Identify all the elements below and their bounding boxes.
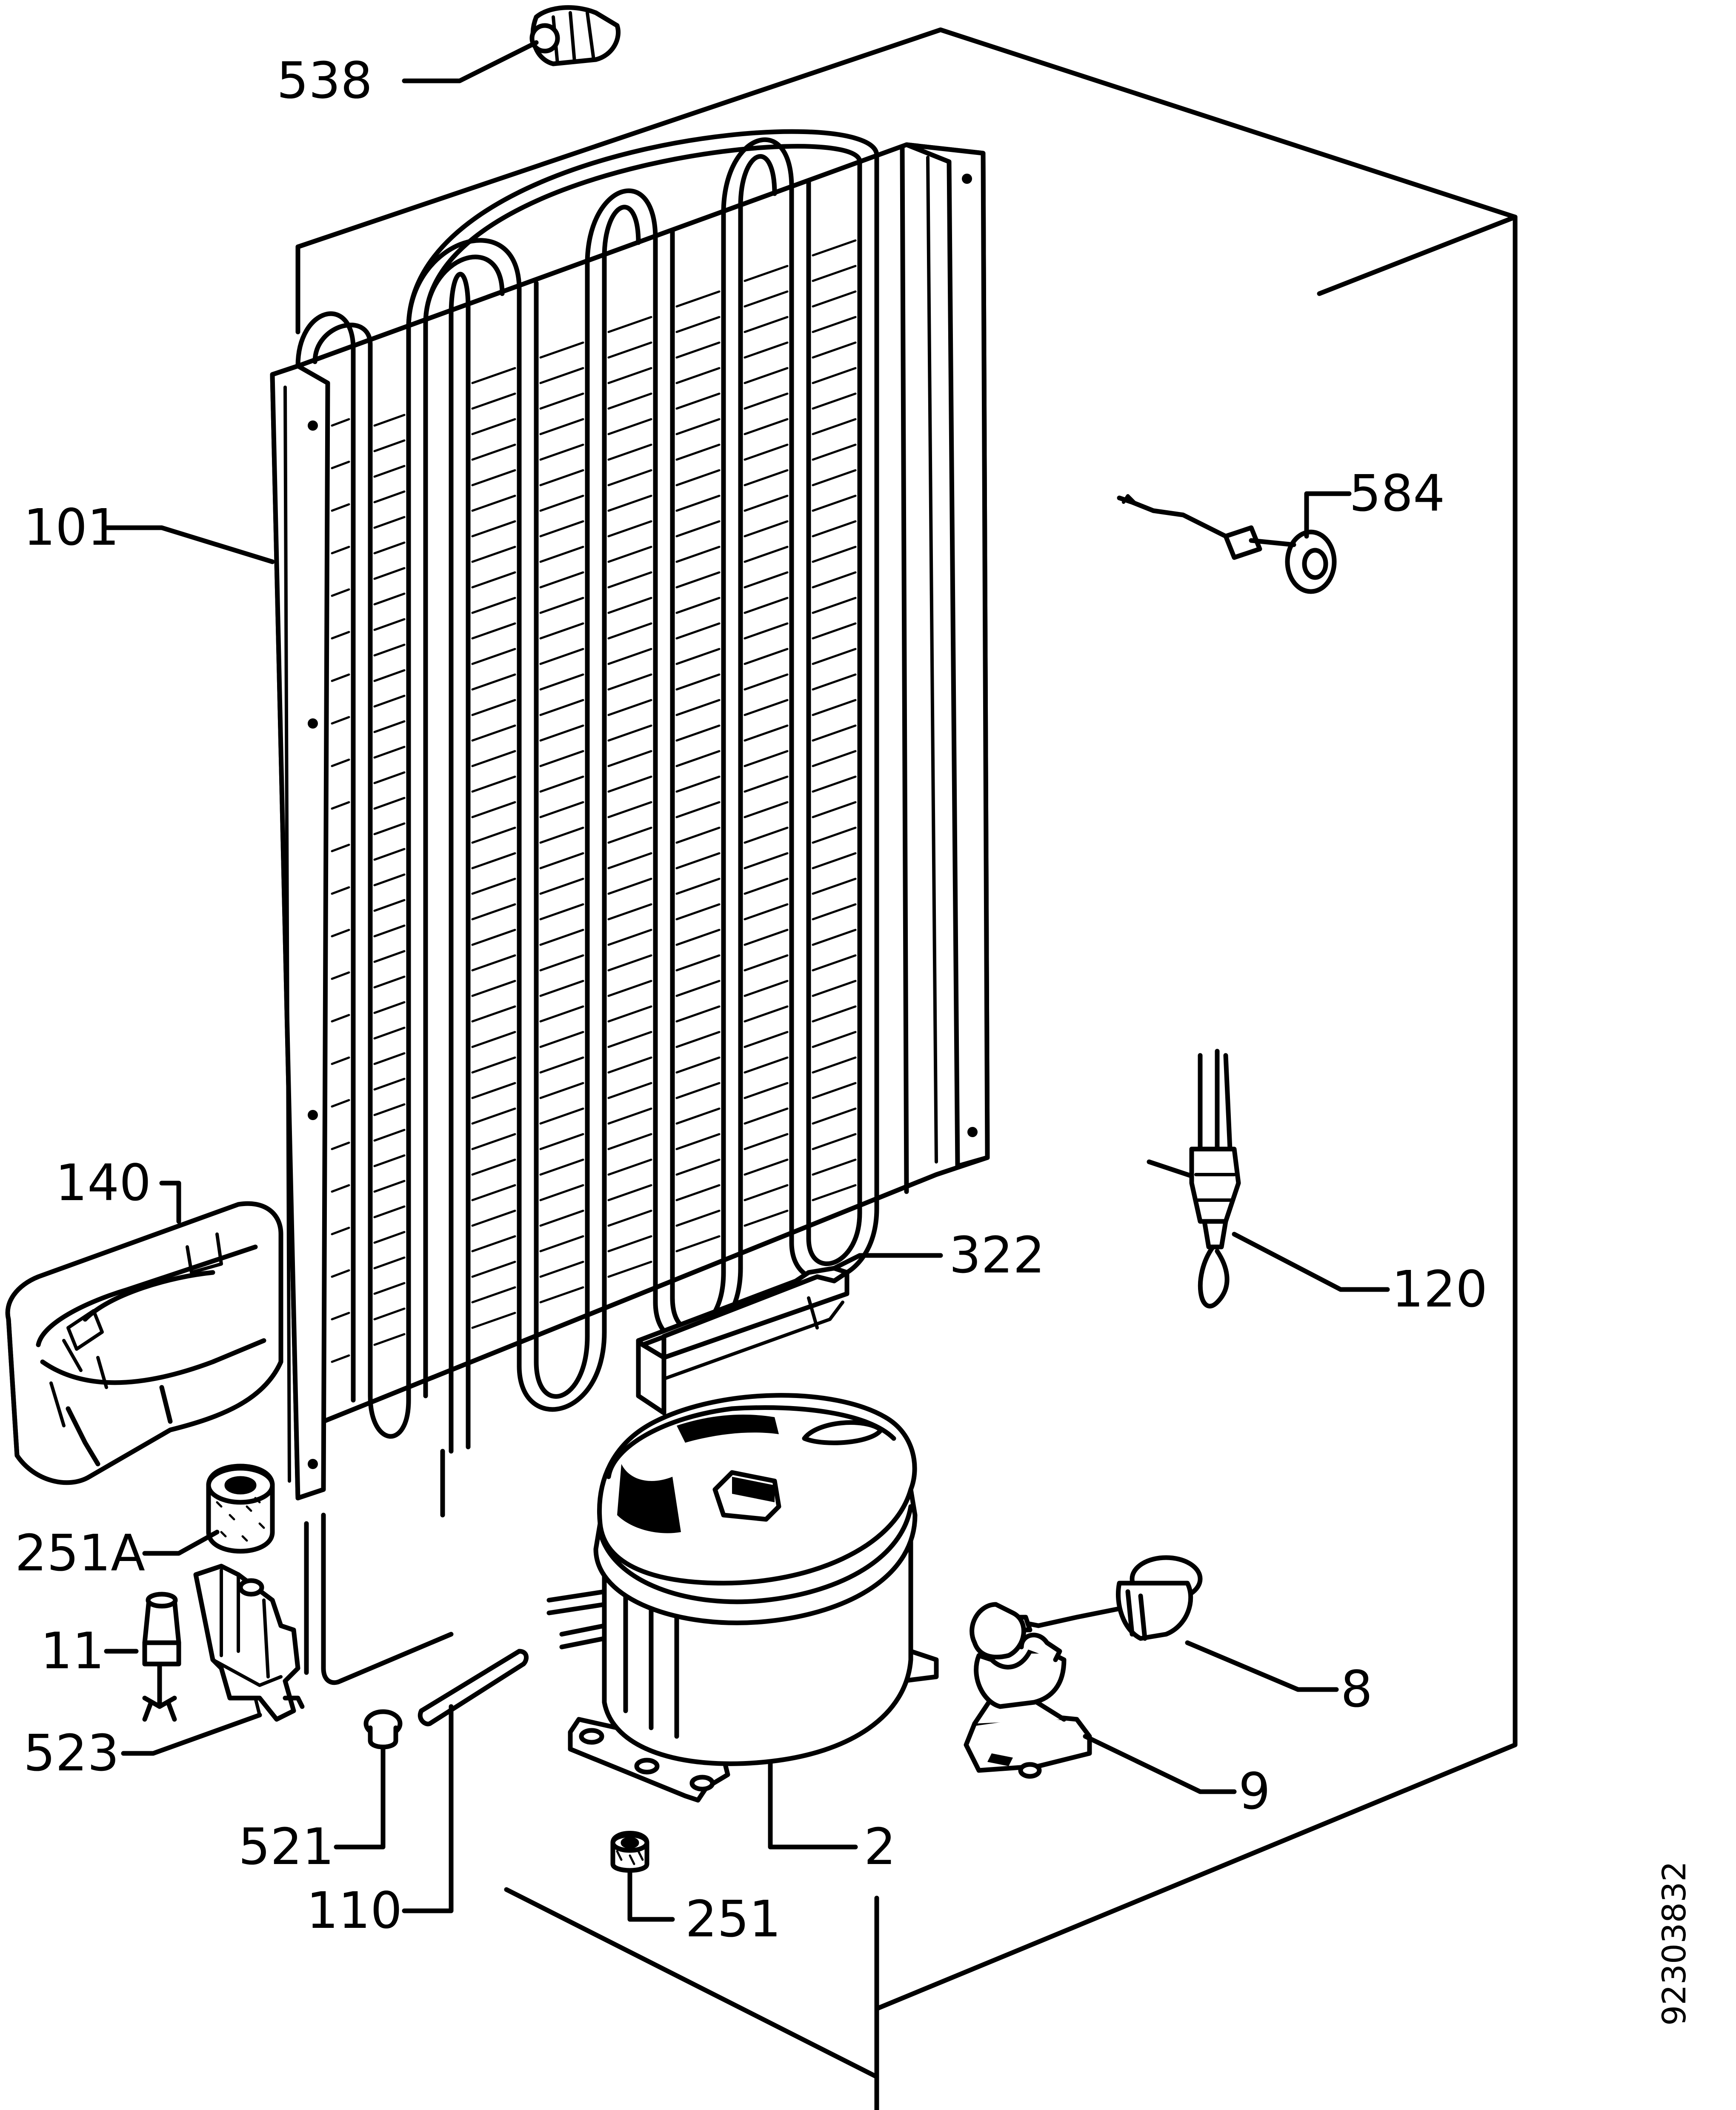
part-labels: 538 101 584 140 322 120 251A 11 523 8 9 … bbox=[15, 51, 1693, 2026]
part-9-relay bbox=[964, 1602, 1092, 1779]
label-8: 8 bbox=[1341, 1660, 1373, 1718]
label-584: 584 bbox=[1349, 464, 1445, 523]
part-322-bracket bbox=[636, 1266, 849, 1415]
part-584-sensor bbox=[1117, 494, 1337, 594]
part-110-tube bbox=[418, 1649, 529, 1727]
label-521: 521 bbox=[238, 1817, 334, 1876]
part-251-grommet bbox=[610, 1831, 649, 1873]
part-8-protector bbox=[1006, 1555, 1203, 1641]
leader-lines bbox=[104, 40, 1390, 1922]
part-2-compressor bbox=[546, 1393, 939, 1803]
part-11-valve bbox=[142, 1592, 181, 1722]
label-11: 11 bbox=[40, 1621, 104, 1680]
part-120-thermostat bbox=[1147, 1049, 1241, 1309]
label-101: 101 bbox=[23, 498, 119, 557]
part-538-plug bbox=[529, 5, 621, 66]
label-538: 538 bbox=[277, 51, 372, 110]
label-140: 140 bbox=[55, 1153, 151, 1212]
part-140-drip-tray bbox=[5, 1201, 283, 1485]
label-322: 322 bbox=[949, 1226, 1045, 1284]
label-110: 110 bbox=[306, 1881, 402, 1940]
label-251: 251 bbox=[685, 1890, 781, 1948]
label-523: 523 bbox=[23, 1724, 119, 1782]
label-2: 2 bbox=[864, 1817, 896, 1876]
part-251A-grommet bbox=[206, 1464, 275, 1554]
part-521-cap bbox=[363, 1709, 403, 1750]
document-code: 92303832 bbox=[1655, 1861, 1693, 2026]
label-251A: 251A bbox=[15, 1524, 145, 1582]
label-9: 9 bbox=[1238, 1762, 1270, 1821]
label-120: 120 bbox=[1392, 1260, 1487, 1318]
part-523-bracket bbox=[193, 1564, 305, 1722]
cabinet-outline bbox=[295, 27, 1518, 2110]
condenser bbox=[270, 129, 990, 1685]
